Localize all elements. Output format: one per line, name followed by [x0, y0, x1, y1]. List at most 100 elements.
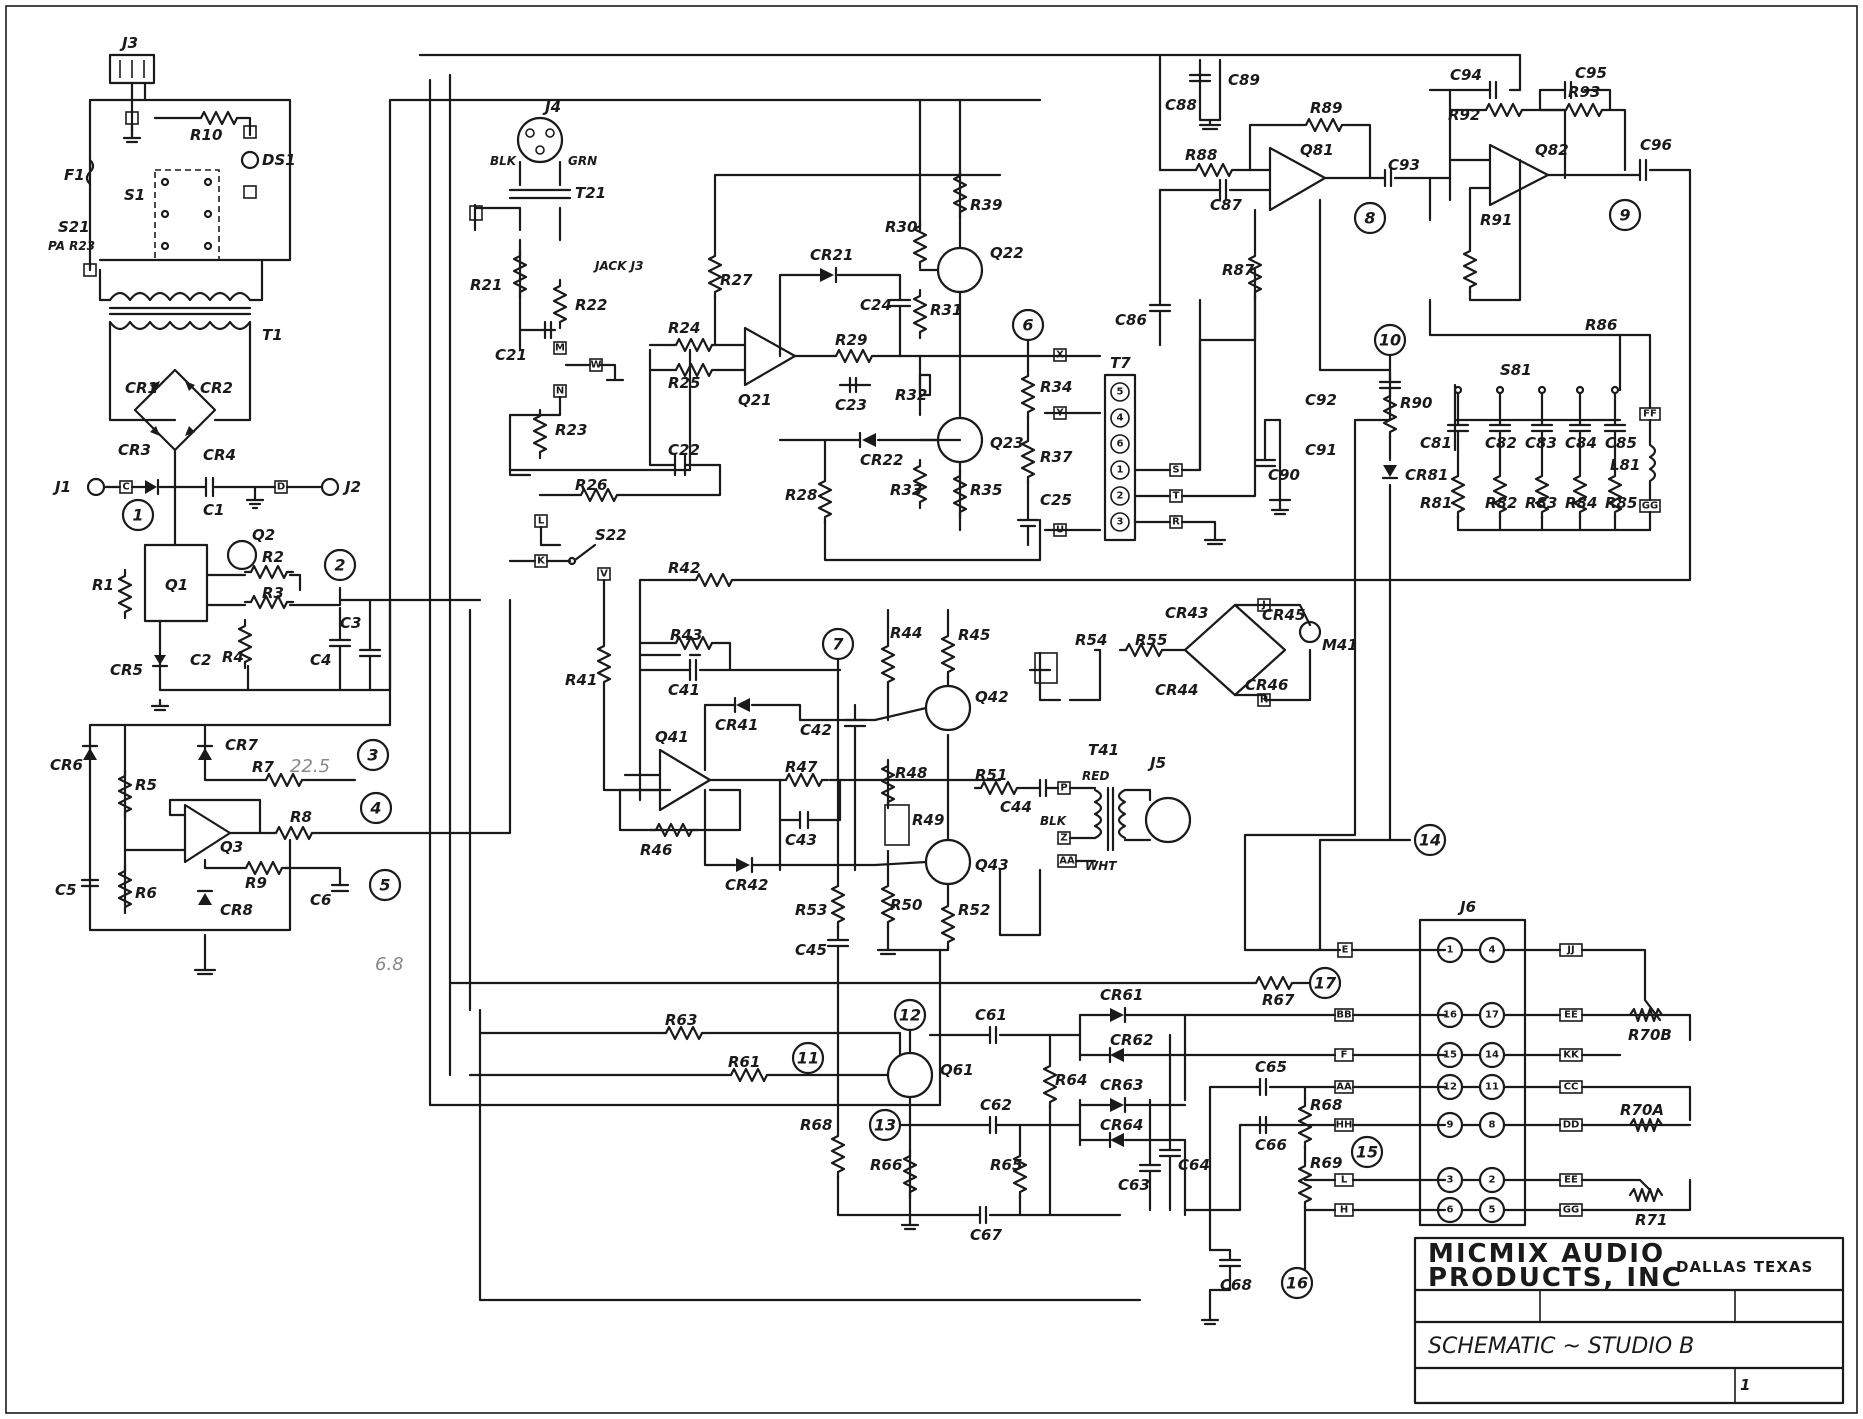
node-2-label: 2 [334, 556, 345, 575]
node-3-label: 3 [367, 746, 378, 765]
r69-label: R69 [1310, 1154, 1342, 1172]
r10-pin-a [243, 125, 257, 139]
pin-r-1: R [1172, 517, 1180, 528]
node-14-label: 14 [1419, 831, 1441, 850]
pin-gg-2: GG [1563, 1205, 1579, 1216]
r93-label: R93 [1568, 83, 1600, 101]
r68-label-2: R68 [1310, 1096, 1342, 1114]
j6-pin-14: 14 [1485, 1050, 1499, 1061]
c87-label: C87 [1210, 196, 1242, 214]
j6-pin-17: 17 [1485, 1010, 1499, 1021]
r90-label: R90 [1400, 394, 1432, 412]
pin-gg-1: GG [1642, 501, 1658, 512]
j1-jack[interactable] [86, 477, 106, 497]
q22-label: Q22 [990, 244, 1024, 262]
t7-pin-5: 5 [1117, 387, 1124, 398]
title-block: MICMIX AUDIO PRODUCTS, INC DALLAS TEXAS … [1413, 1236, 1845, 1405]
c92-label: C92 [1305, 391, 1337, 409]
c95-label: C95 [1575, 64, 1607, 82]
node-2 [323, 548, 357, 582]
r81-label: R81 [1420, 494, 1452, 512]
t1-label: T1 [262, 326, 283, 344]
drawing-title: SCHEMATIC ~ STUDIO B [1428, 1334, 1694, 1359]
pin-ee-2: EE [1564, 1175, 1578, 1186]
c2-label: C2 [190, 651, 211, 669]
cr46-label: CR46 [1245, 676, 1288, 694]
node-13-label: 13 [874, 1116, 896, 1135]
s21-note: PA R23 [48, 239, 95, 253]
q1-regulator [143, 543, 209, 623]
company-name-line1: MICMIX AUDIO [1428, 1239, 1665, 1269]
cr2-label: CR2 [200, 379, 233, 397]
r1-label: R1 [92, 576, 114, 594]
pin-w-1: W [590, 360, 601, 371]
cr64-label: CR64 [1100, 1116, 1143, 1134]
pencil-note-1: 22.5 [290, 756, 330, 777]
node-15 [1350, 1135, 1384, 1169]
j6-pin-16: 16 [1443, 1010, 1457, 1021]
node-8-label: 8 [1364, 209, 1375, 228]
t7-pin-4: 4 [1117, 413, 1124, 424]
pin-ff-1: FF [1643, 409, 1657, 420]
node-4-label: 4 [369, 799, 381, 818]
s1-switch[interactable] [154, 169, 220, 261]
pin-z-1: Z [1060, 833, 1067, 844]
node-14 [1413, 823, 1447, 857]
r87-label: R87 [1222, 261, 1255, 279]
r42-label: R42 [668, 559, 700, 577]
node-11-label: 11 [797, 1049, 819, 1068]
node-15-label: 15 [1356, 1143, 1378, 1162]
cr7-label: CR7 [225, 736, 259, 754]
r51-label: R51 [975, 766, 1007, 784]
c1-label: C1 [203, 501, 224, 519]
r47-label: R47 [785, 758, 818, 776]
r21-label: R21 [470, 276, 502, 294]
c22-label: C22 [668, 441, 700, 459]
j6-pin-5: 5 [1489, 1205, 1496, 1216]
r3-label: R3 [262, 584, 284, 602]
pin-l-2: L [1341, 1175, 1348, 1186]
cr42-label: CR42 [725, 876, 768, 894]
r70b-label: R70B [1628, 1026, 1672, 1044]
node-11 [791, 1041, 825, 1075]
blk-label-2: BLK [1040, 814, 1068, 828]
r86-label: R86 [1585, 316, 1617, 334]
r45-label: R45 [958, 626, 990, 644]
c45-label: C45 [795, 941, 827, 959]
c44-label: C44 [1000, 798, 1032, 816]
pin-t-1: T [1173, 491, 1180, 502]
cr61-label: CR61 [1100, 986, 1143, 1004]
r88-label: R88 [1185, 146, 1217, 164]
pin-h-1: H [1260, 695, 1268, 706]
r71-pot[interactable] [1628, 1187, 1664, 1203]
c25-label: C25 [1040, 491, 1072, 509]
c94-label: C94 [1450, 66, 1482, 84]
r70a-pot[interactable] [1628, 1117, 1664, 1133]
r23-label: R23 [555, 421, 587, 439]
power-supply-section: J3 R10 DS1 F1 S1 S21 PA R23 T1 [48, 34, 482, 712]
j2-jack[interactable] [320, 477, 340, 497]
j5-xlr-jack[interactable] [1144, 796, 1192, 844]
r34-label: R34 [1040, 378, 1072, 396]
r52-label: R52 [958, 901, 990, 919]
q81-label: Q81 [1300, 141, 1334, 159]
node-8 [1353, 201, 1387, 235]
node-9 [1608, 198, 1642, 232]
j6-pin-4: 4 [1489, 945, 1496, 956]
q81-opamp [1268, 146, 1327, 212]
c24-label: C24 [860, 296, 892, 314]
r63-label: R63 [665, 1011, 697, 1029]
cr62-label: CR62 [1110, 1031, 1153, 1049]
l81-label: L81 [1610, 456, 1640, 474]
r35-label: R35 [970, 481, 1002, 499]
r68-label: R68 [800, 1116, 832, 1134]
s81-selector-switch[interactable] [1453, 385, 1620, 395]
j6-pin-9: 9 [1447, 1120, 1454, 1131]
q41-label: Q41 [655, 728, 689, 746]
c5-label: C5 [55, 881, 76, 899]
c42-label: C42 [800, 721, 832, 739]
r84-label: R84 [1565, 494, 1597, 512]
j4-xlr-jack[interactable] [516, 116, 564, 164]
q3-regulator-section: CR6 CR7 R5 R6 C5 Q3 R7 22.5 3 R8 4 R9 CR… [50, 98, 1042, 976]
r70b-pot[interactable] [1628, 1007, 1664, 1023]
